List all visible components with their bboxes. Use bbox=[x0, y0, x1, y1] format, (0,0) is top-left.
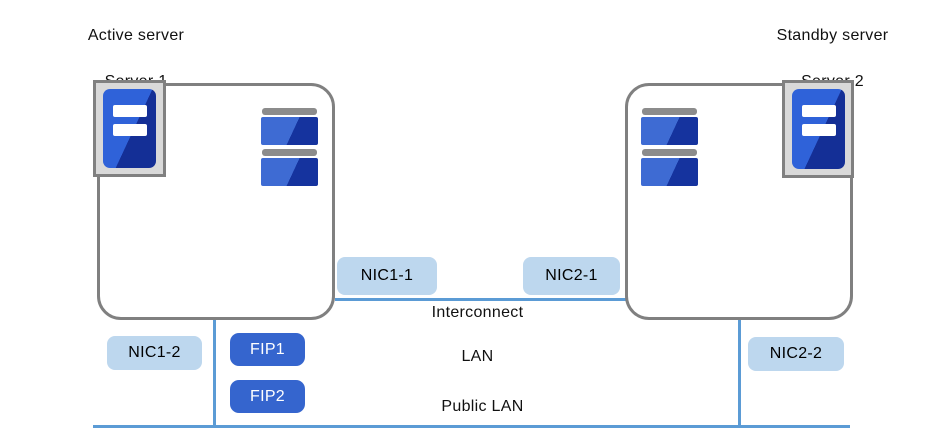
server2-role-label: Standby server bbox=[776, 27, 889, 44]
server2-public-link-line bbox=[738, 320, 741, 427]
nic2-2-label: NIC2-2 bbox=[769, 345, 823, 362]
disk-cap bbox=[642, 108, 697, 115]
drive-bay-bar bbox=[113, 105, 147, 117]
interconnect-lan-label: Interconnect LAN bbox=[395, 302, 560, 368]
disk-cap bbox=[642, 149, 697, 156]
nic2-1-badge: NIC2-1 bbox=[523, 257, 620, 295]
public-lan-label-text: Public LAN bbox=[441, 398, 524, 415]
drive-bay-bar bbox=[801, 124, 836, 136]
nic1-2-label: NIC1-2 bbox=[128, 344, 181, 361]
fip1-label: FIP1 bbox=[250, 340, 285, 358]
mirror-disk2-icon bbox=[641, 108, 698, 190]
public-lan-line bbox=[93, 425, 850, 428]
nic1-2-badge: NIC1-2 bbox=[107, 336, 202, 370]
nic2-2-badge: NIC2-2 bbox=[748, 337, 844, 371]
nic1-1-badge: NIC1-1 bbox=[337, 257, 437, 295]
interconnect-lan-line bbox=[335, 298, 627, 301]
interconnect-label-line1: Interconnect bbox=[431, 304, 524, 321]
fip2-badge: FIP2 bbox=[230, 380, 305, 413]
disk-cap bbox=[262, 108, 317, 115]
interconnect-label-line2: LAN bbox=[461, 348, 494, 365]
fip2-label: FIP2 bbox=[250, 387, 285, 405]
server2-tower-icon bbox=[791, 89, 845, 169]
public-lan-label: Public LAN bbox=[405, 396, 560, 418]
drive-bay-bar bbox=[801, 105, 836, 117]
server2-icon-frame bbox=[782, 80, 854, 178]
disk-body bbox=[261, 117, 318, 145]
disk-body bbox=[641, 158, 698, 186]
server1-role-label: Active server bbox=[87, 27, 185, 44]
mirror-disk1-icon bbox=[261, 108, 318, 190]
server1-public-link-line bbox=[213, 320, 216, 427]
nic1-1-label: NIC1-1 bbox=[360, 267, 414, 284]
server1-icon-frame bbox=[93, 80, 166, 177]
disk-cap bbox=[262, 149, 317, 156]
nic2-1-label: NIC2-1 bbox=[545, 267, 598, 284]
drive-bay-bar bbox=[113, 124, 147, 136]
disk-body bbox=[641, 117, 698, 145]
fip1-badge: FIP1 bbox=[230, 333, 305, 366]
disk-body bbox=[261, 158, 318, 186]
server1-tower-icon bbox=[103, 89, 156, 168]
